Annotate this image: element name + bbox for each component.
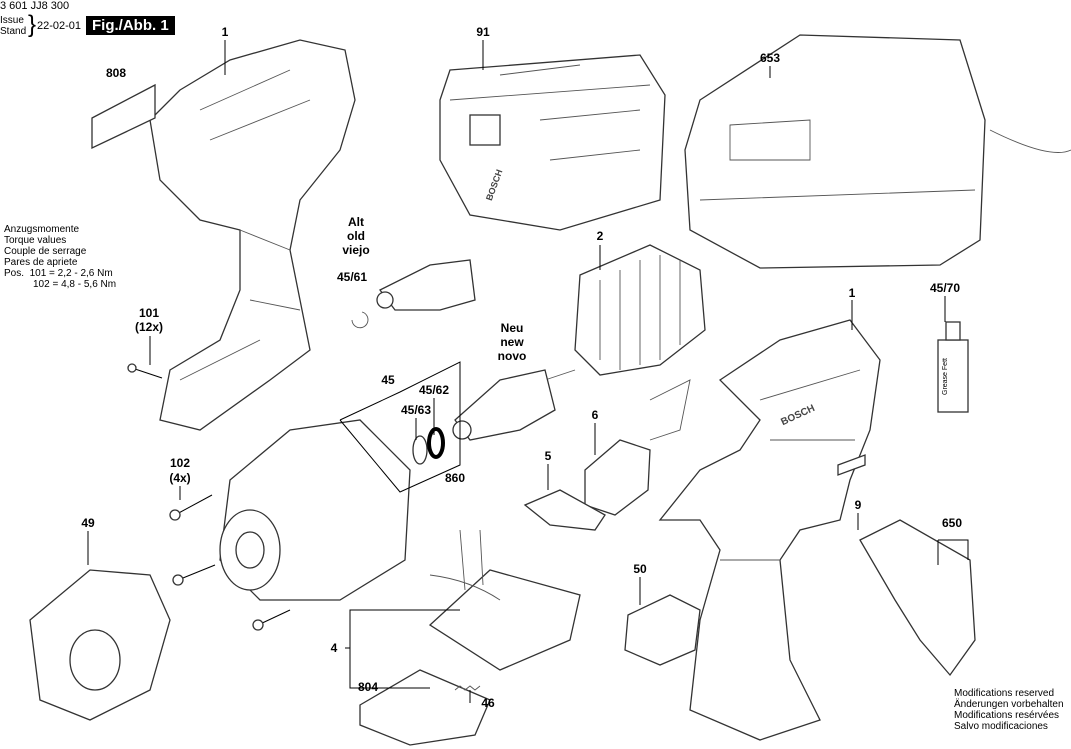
callout-4: 4	[330, 641, 338, 655]
callout-6: 6	[591, 408, 599, 422]
torque-value-102: 102 = 4,8 - 5,6 Nm	[33, 279, 117, 290]
housing-left-part	[149, 39, 356, 431]
callout-650: 650	[941, 516, 963, 530]
callout-860: 860	[444, 471, 466, 485]
note-line: Modifications reserved	[954, 688, 1055, 699]
module-part	[624, 594, 701, 666]
electronics-part	[428, 529, 581, 671]
callout-45-62: 45/62	[418, 383, 450, 397]
callout-49: 49	[81, 516, 95, 530]
alt-line: viejo	[342, 243, 370, 257]
callout-9: 9	[854, 498, 862, 512]
ring-part	[412, 435, 428, 465]
spring-part	[454, 685, 481, 691]
callout-653: 653	[759, 51, 781, 65]
belt-clip-part	[859, 519, 976, 677]
note-line: Modifications resérvées	[954, 710, 1060, 721]
torque-note: Anzugsmomente Torque values Couple de se…	[4, 224, 116, 290]
callout-102: 102	[169, 456, 191, 470]
screws	[127, 363, 291, 631]
figure-label: Fig./Abb. 1	[86, 16, 175, 35]
charger-part	[684, 34, 1071, 269]
torque-value-101: 101 = 2,2 - 2,6 Nm	[29, 268, 113, 279]
neu-line: new	[500, 335, 524, 349]
housing-right-part	[658, 319, 881, 741]
plate-part	[359, 669, 491, 746]
o-ring-part	[427, 427, 445, 459]
anvil-old-part	[351, 259, 476, 329]
callout-808: 808	[105, 66, 127, 80]
callout-45-63: 45/63	[400, 403, 432, 417]
callout-45-70: 45/70	[929, 281, 961, 295]
impact-housing-part	[219, 419, 411, 601]
motor-part	[544, 244, 706, 381]
nameplate-part	[837, 454, 866, 476]
trigger-part	[523, 489, 606, 531]
torque-line: Couple de serrage	[4, 246, 87, 257]
pos-label: Pos.	[4, 268, 25, 279]
callout-101-qty: (12x)	[134, 320, 164, 334]
issue-date: 22-02-01	[37, 20, 82, 32]
alt-line: Alt	[347, 215, 364, 229]
leader-lines	[87, 40, 969, 703]
callout-46: 46	[481, 696, 495, 710]
neu-line: novo	[497, 349, 527, 363]
neu-label: Neu new novo	[498, 321, 527, 363]
callout-50: 50	[633, 562, 647, 576]
callout-102-qty: (4x)	[169, 471, 191, 485]
brace: }	[28, 11, 37, 38]
switch-part	[584, 379, 691, 516]
cap-part	[29, 569, 171, 721]
callout-101: 101	[138, 306, 160, 320]
torque-line: Torque values	[4, 235, 67, 246]
alt-line: old	[346, 229, 365, 243]
stand-label: Stand	[0, 26, 27, 37]
part-number: 3 601 JJ8 300	[0, 0, 70, 12]
issue-label: Issue	[0, 15, 24, 26]
modifications-note: Modifications reserved Änderungen vorbeh…	[954, 688, 1064, 732]
grease-tube-text: Grease Fett	[942, 358, 949, 395]
torque-line: Pares de apriete	[4, 257, 78, 268]
note-line: Salvo modificaciones	[954, 721, 1048, 732]
callout-2: 2	[596, 229, 604, 243]
callout-5: 5	[544, 449, 552, 463]
anvil-new-part	[452, 369, 556, 441]
callout-45: 45	[381, 373, 395, 387]
battery-part	[439, 54, 666, 231]
callout-804: 804	[357, 680, 379, 694]
callout-91: 91	[476, 25, 490, 39]
note-line: Änderungen vorbehalten	[954, 699, 1064, 710]
grease-tube-part	[937, 321, 969, 413]
callout-1-right: 1	[848, 286, 856, 300]
alt-label: Alt old viejo	[342, 215, 369, 257]
neu-line: Neu	[500, 321, 524, 335]
torque-line: Anzugsmomente	[4, 224, 80, 235]
label-808-part	[91, 83, 156, 150]
callout-1-left: 1	[221, 25, 229, 39]
callout-45-61: 45/61	[336, 270, 368, 284]
